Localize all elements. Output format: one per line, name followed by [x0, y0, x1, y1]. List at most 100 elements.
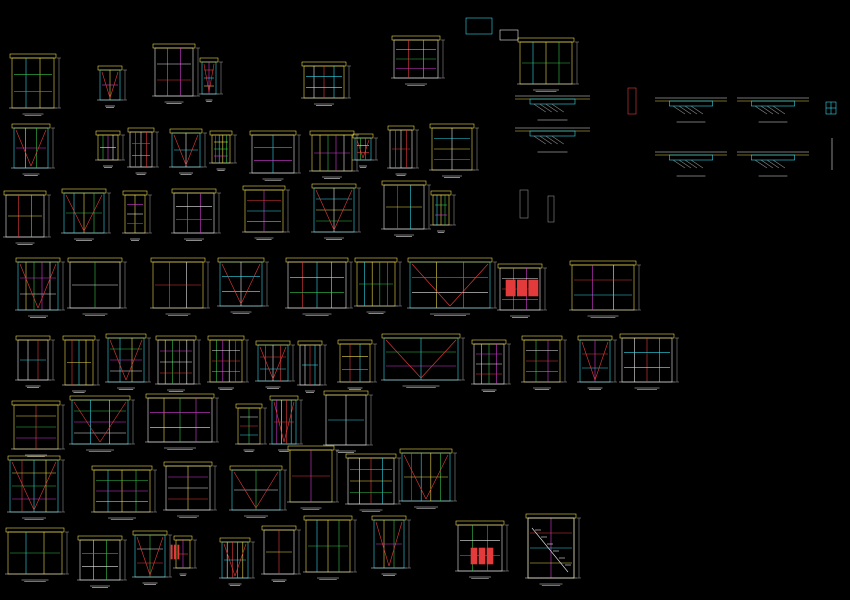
- door-swing: [356, 139, 364, 159]
- ceiling-band: [391, 35, 441, 41]
- ceiling-band: [9, 53, 57, 59]
- elevation-drawing: [387, 125, 419, 176]
- door-swing: [136, 536, 151, 576]
- ceiling-band: [569, 260, 637, 266]
- door-swing: [272, 346, 287, 380]
- door-swing: [73, 401, 101, 443]
- ceiling-band: [77, 535, 123, 541]
- elevation-drawings: [3, 35, 679, 588]
- elevation-drawing: [269, 395, 303, 452]
- elevation-drawing: [235, 403, 267, 452]
- elevation-drawing: [311, 183, 361, 240]
- leader-line: [678, 105, 692, 115]
- ceiling-band: [219, 537, 251, 543]
- leader-line: [772, 105, 786, 115]
- door-swing: [420, 339, 457, 379]
- elevation-drawing: [169, 128, 207, 175]
- door-swing: [375, 521, 390, 567]
- elevation-drawing: [303, 515, 357, 580]
- leader-line: [760, 159, 774, 169]
- red-panel: [486, 547, 494, 565]
- elevation-drawing: [354, 257, 402, 314]
- ceiling-band: [15, 257, 61, 263]
- elevation-drawing: [199, 57, 223, 102]
- elevation-drawing: [297, 340, 327, 393]
- ceiling-section: [655, 97, 727, 123]
- elevation-drawing: [67, 257, 127, 316]
- elevation-drawing: [91, 465, 157, 520]
- elevation-drawing: [577, 335, 617, 390]
- leader-line: [684, 159, 698, 169]
- door-swing: [259, 346, 274, 380]
- elevation-drawing: [95, 130, 125, 168]
- ceiling-band: [15, 335, 51, 341]
- door-swing: [273, 401, 285, 443]
- red-panel: [517, 279, 527, 297]
- leader-line: [690, 159, 704, 169]
- elevation-drawing: [127, 127, 159, 175]
- column-detail: [627, 87, 637, 115]
- leader-line: [754, 105, 768, 115]
- door-swing: [385, 339, 422, 379]
- elevation-drawing: [9, 53, 61, 116]
- elevation-drawing: [5, 527, 69, 582]
- leader-line: [672, 159, 686, 169]
- ceiling-band: [11, 123, 51, 129]
- elevation-drawing: [97, 65, 127, 108]
- leader-line: [533, 135, 546, 145]
- elevation-drawing: [430, 190, 456, 233]
- wall-detail: [519, 189, 529, 219]
- elevation-drawing: [171, 188, 221, 241]
- elevation-drawing: [407, 257, 497, 316]
- leader-line: [672, 105, 686, 115]
- leader-line: [545, 135, 558, 145]
- door-swing: [233, 471, 257, 509]
- elevation-drawing: [207, 335, 249, 390]
- leader-line: [684, 105, 698, 115]
- ceiling-band: [150, 257, 206, 263]
- door-swing: [37, 263, 57, 309]
- ceiling-section: [737, 97, 809, 123]
- elevation-drawing: [7, 455, 65, 520]
- section-drop: [529, 98, 576, 105]
- ceiling-band: [354, 257, 398, 263]
- ceiling-band: [497, 263, 543, 269]
- elevation-drawing: [219, 537, 255, 586]
- door-swing: [109, 339, 127, 381]
- stair-diagonal: [531, 527, 569, 573]
- red-panel-group: [505, 279, 539, 297]
- elevation-drawing: [209, 130, 237, 171]
- door-swing: [449, 263, 489, 307]
- ceiling-band: [352, 133, 374, 139]
- door-swing: [411, 263, 451, 307]
- ceiling-band: [269, 395, 299, 401]
- elevation-drawing: [471, 339, 511, 392]
- elevation-drawing: [323, 390, 373, 453]
- door-swing: [203, 63, 210, 93]
- red-panel-group: [170, 544, 180, 560]
- elevation-drawing: [132, 530, 172, 585]
- elevation-drawing: [105, 333, 151, 390]
- staircase-detail: [527, 517, 575, 579]
- elevation-drawing: [619, 333, 679, 390]
- ceiling-section: [515, 127, 590, 153]
- elevation-drawing: [152, 43, 200, 104]
- ceiling-section: [515, 95, 590, 121]
- elevation-drawing: [381, 180, 431, 237]
- door-swing: [221, 263, 242, 305]
- ceiling-band: [371, 515, 407, 521]
- door-swing: [33, 461, 57, 511]
- elevation-drawing: [352, 133, 378, 168]
- elevation-drawing: [122, 190, 152, 241]
- elevation-drawing: [309, 130, 359, 179]
- elevation-drawing: [255, 340, 295, 389]
- door-swing: [255, 471, 279, 509]
- section-drop: [529, 130, 576, 137]
- elevation-drawing: [163, 461, 217, 518]
- ceiling-band: [337, 339, 373, 345]
- door-swing: [185, 134, 199, 166]
- door-swing: [173, 134, 187, 166]
- door-swing: [581, 341, 596, 381]
